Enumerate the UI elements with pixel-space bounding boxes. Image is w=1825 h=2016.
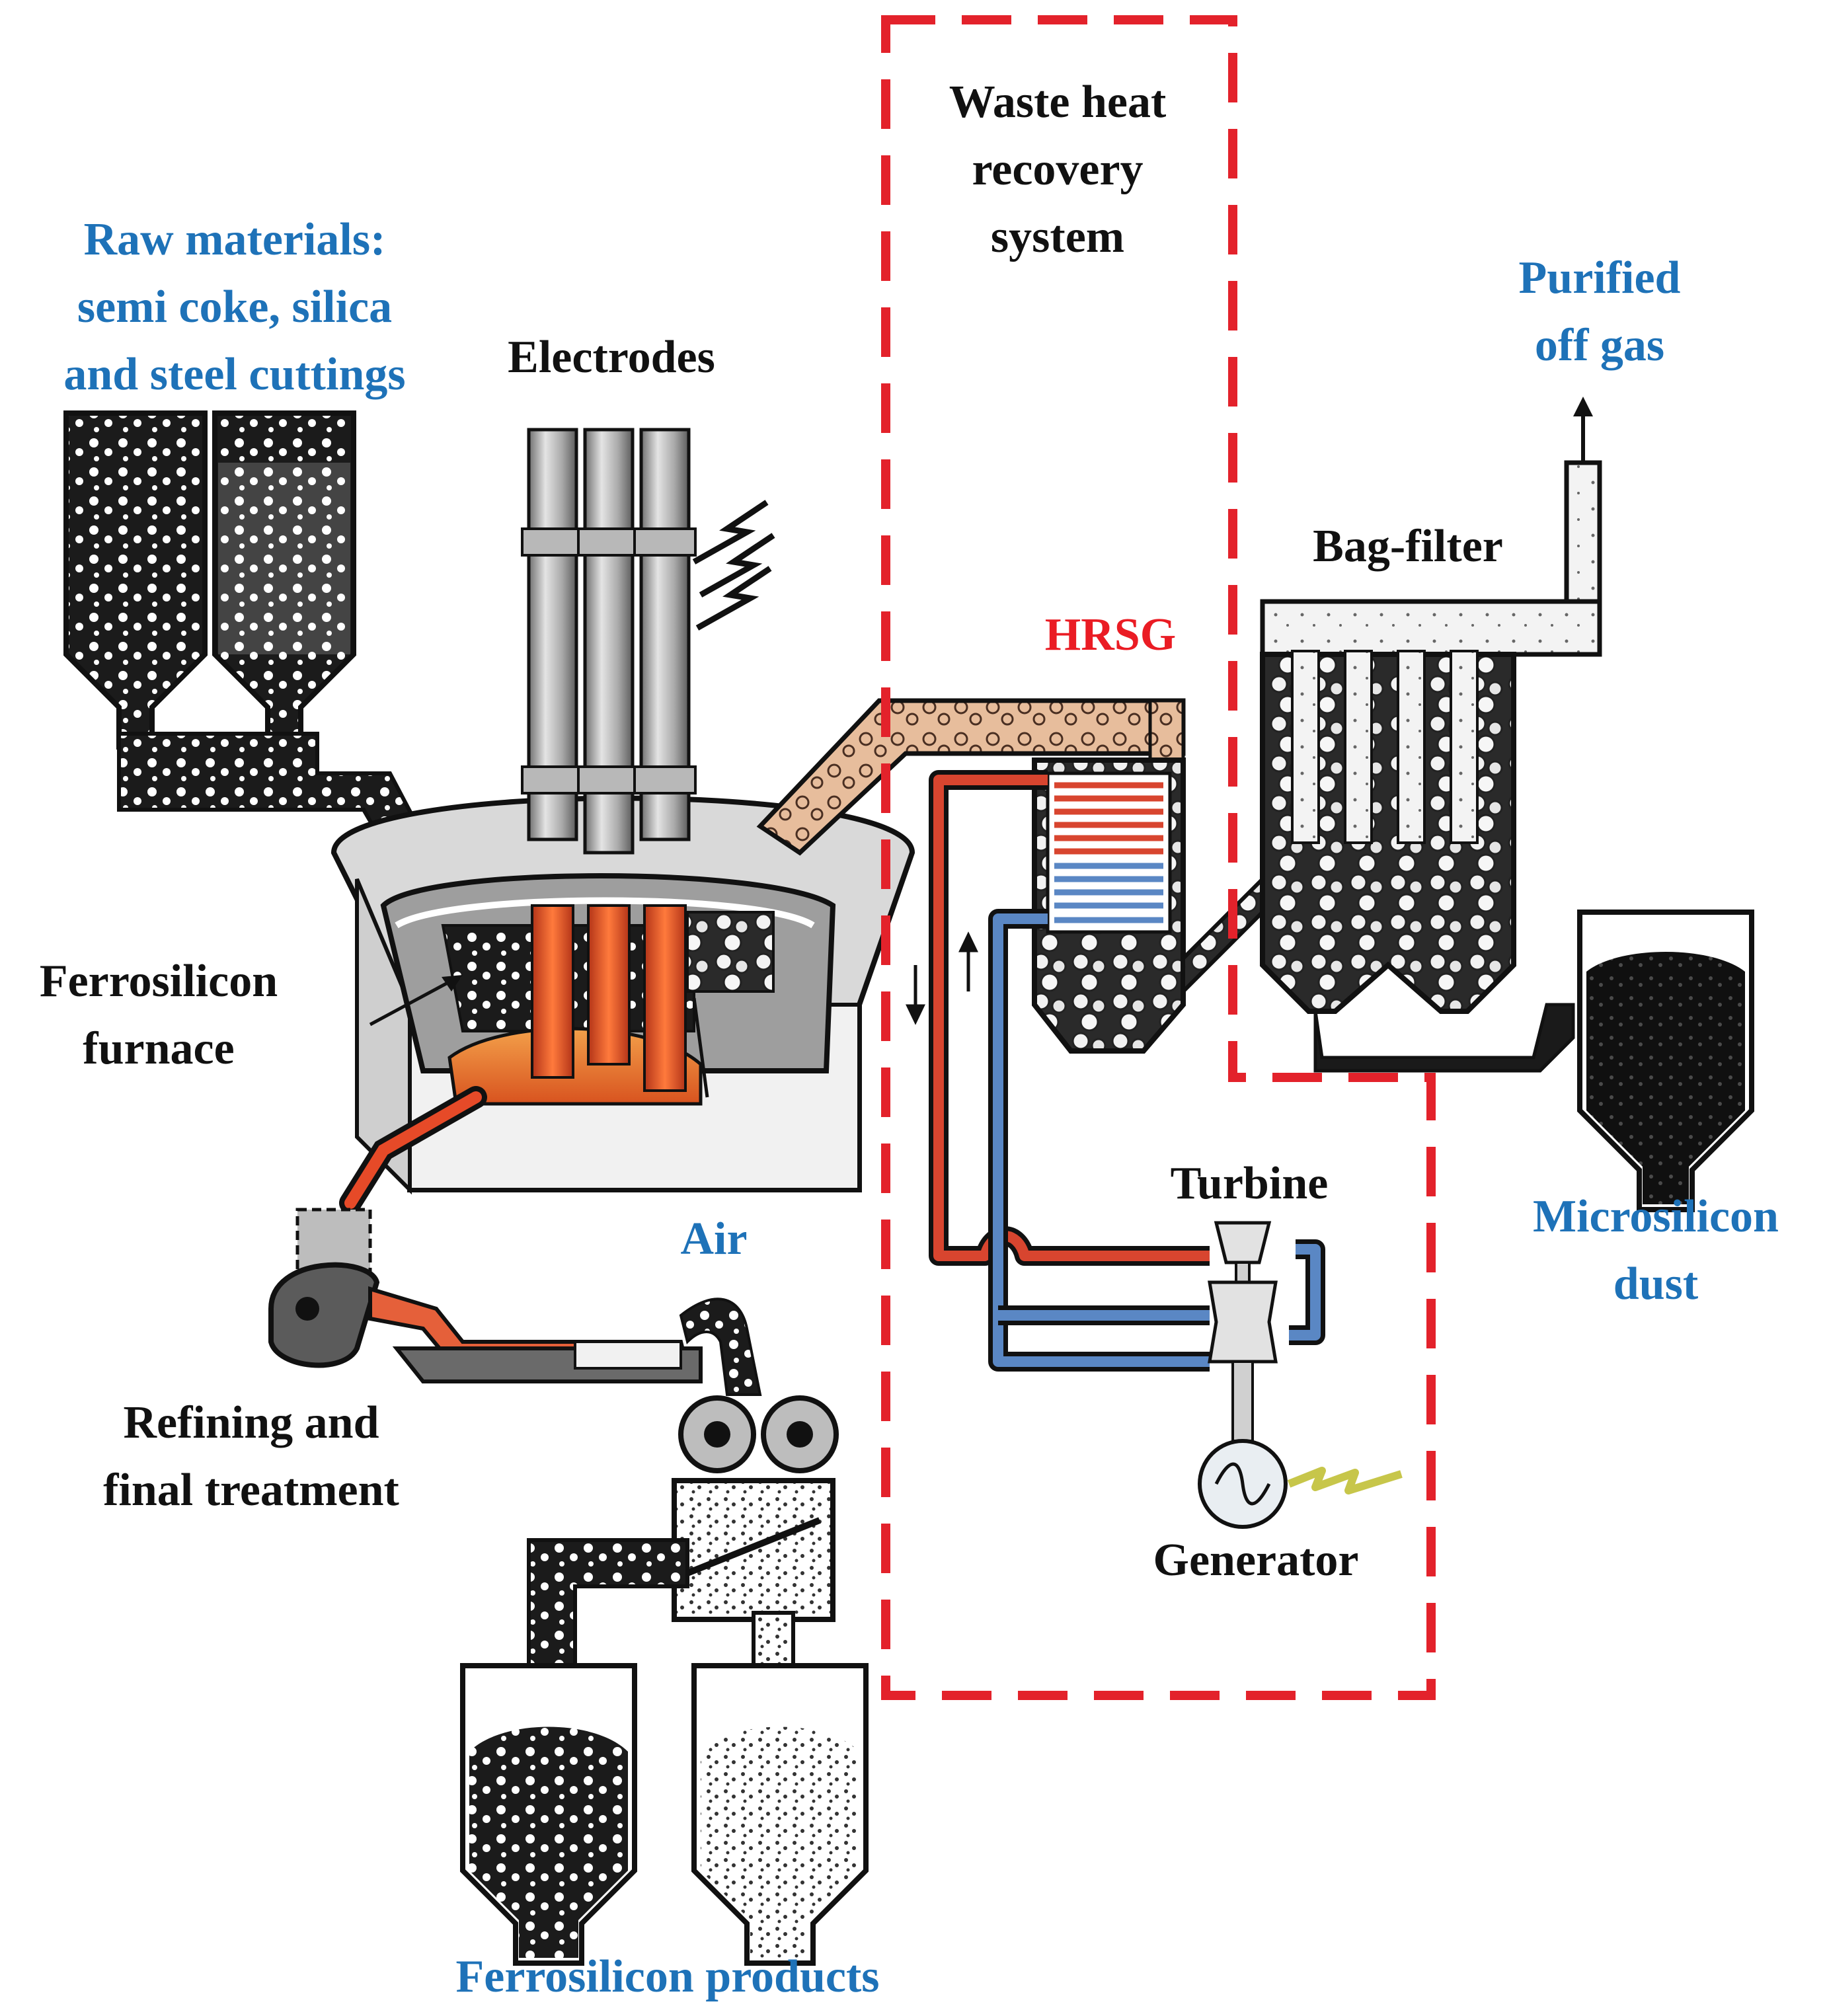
electrode-icon <box>521 428 584 1079</box>
exhaust-arrow <box>1573 397 1593 463</box>
hopper-icon <box>63 410 208 750</box>
hrsg-label: HRSG <box>1044 609 1177 660</box>
electrode-icon <box>633 428 697 1092</box>
power-output-icon <box>1287 1467 1403 1494</box>
purified-off-gas-label: Purified off gas <box>1518 252 1681 371</box>
electrodes-label: Electrodes <box>508 332 715 383</box>
lightning-icon <box>692 500 775 631</box>
hopper-icon <box>212 410 356 750</box>
hrsg-icon <box>1032 757 1186 1054</box>
roller-crusher-icon <box>678 1395 839 1473</box>
air-label: Air <box>680 1214 748 1264</box>
ferrosilicon-furnace-label: Ferrosilicon furnace <box>39 956 278 1074</box>
screening-box <box>672 1478 835 1622</box>
electrode-icon <box>577 428 641 1066</box>
generator-icon <box>1198 1439 1403 1529</box>
generator-label: Generator <box>1153 1535 1359 1586</box>
ferrosilicon-products-label: Ferrosilicon products <box>455 1951 880 2002</box>
granule-stream <box>679 1298 762 1396</box>
turbine-icon <box>1208 1221 1278 1442</box>
turbine-label: Turbine <box>1170 1158 1329 1209</box>
hopper-icon <box>691 1663 869 1966</box>
ladle-icon <box>268 1208 380 1368</box>
flow-arrows <box>906 931 978 1025</box>
refining-label: Refining and final treatment <box>103 1397 399 1516</box>
microsilicon-dust-label: Microsilicon dust <box>1533 1191 1779 1309</box>
hopper-icon <box>460 1663 637 1966</box>
raw-materials-label: Raw materials: semi coke, silica and ste… <box>63 214 406 400</box>
refining-trough <box>368 1286 703 1383</box>
raw-material-hoppers <box>63 410 459 915</box>
hopper-icon <box>1577 910 1754 1212</box>
waste-heat-boundary <box>881 15 1436 1700</box>
steam-cycle <box>929 770 1325 1372</box>
waste-heat-label: Waste heat recovery system <box>949 77 1167 262</box>
bag-filter-label: Bag-filter <box>1313 521 1503 572</box>
electrodes-group <box>521 428 775 1092</box>
bag-filter-icon <box>1260 460 1602 1073</box>
